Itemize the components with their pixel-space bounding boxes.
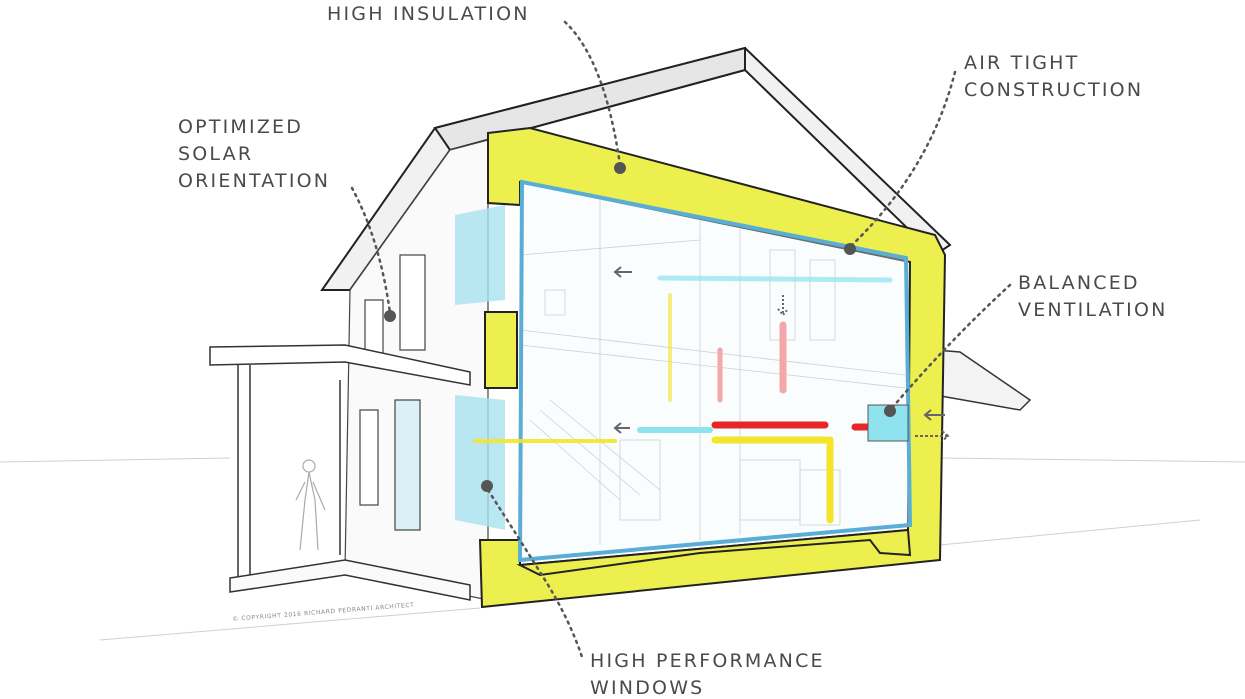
label-ventilation-line2: VENTILATION	[1018, 299, 1168, 321]
person-figure	[295, 459, 326, 551]
label-windows-line1: HIGH PERFORMANCE	[590, 650, 825, 672]
label-ventilation-line1: BALANCED	[1018, 272, 1140, 294]
label-air-tight: AIR TIGHT CONSTRUCTION	[964, 50, 1143, 104]
label-solar-line1: OPTIMIZED	[178, 116, 304, 138]
air-barrier	[517, 179, 913, 563]
label-high-performance-windows: HIGH PERFORMANCE WINDOWS	[590, 648, 825, 699]
leader-lines	[350, 20, 1012, 662]
interior-linework	[519, 200, 906, 545]
label-windows-line2: WINDOWS	[590, 677, 705, 699]
side-roof	[934, 349, 1032, 411]
leader-dots	[384, 162, 896, 492]
label-solar-line2: SOLAR	[178, 143, 254, 165]
label-air-tight-line1: AIR TIGHT	[964, 52, 1080, 74]
porch	[209, 344, 471, 601]
ground-lines	[0, 457, 1245, 641]
airflow-arrows	[613, 266, 950, 442]
ventilation-ducts	[473, 275, 909, 524]
label-solar-orientation: OPTIMIZED SOLAR ORIENTATION	[178, 114, 330, 195]
label-high-insulation: HIGH INSULATION	[327, 3, 530, 25]
label-solar-line3: ORIENTATION	[178, 170, 331, 192]
label-balanced-ventilation: BALANCED VENTILATION	[1018, 270, 1168, 324]
label-air-tight-line2: CONSTRUCTION	[964, 79, 1144, 101]
